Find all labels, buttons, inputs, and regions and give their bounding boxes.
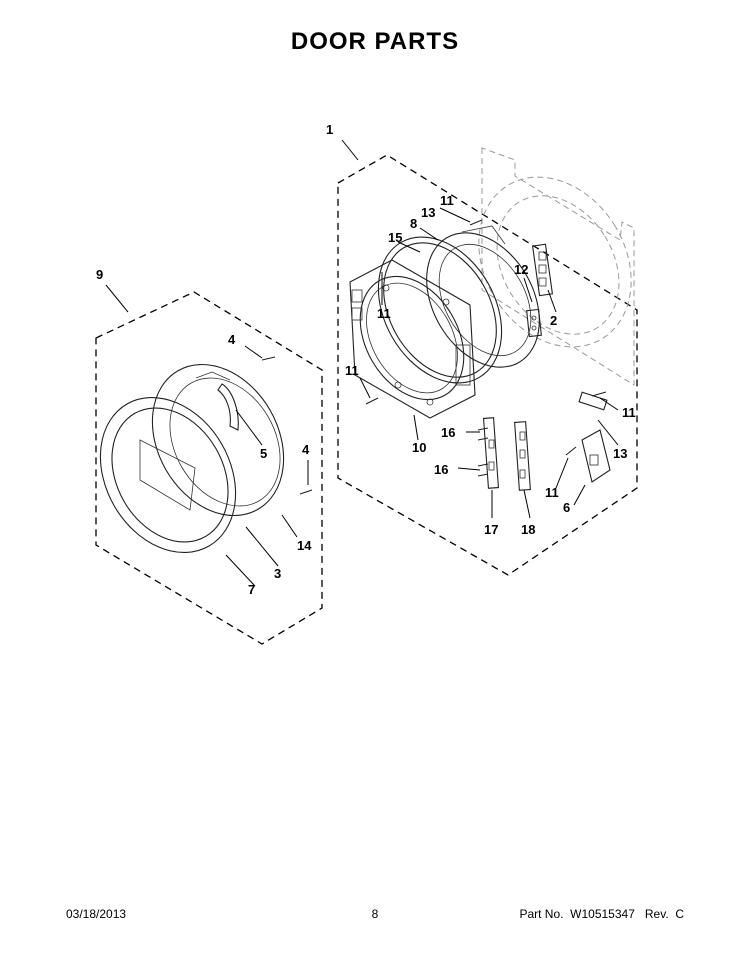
callout-11b: 11: [377, 306, 391, 321]
callout-8: 8: [410, 216, 417, 231]
callout-12: 12: [514, 262, 528, 277]
leader-lines: [105, 139, 619, 587]
callout-3: 3: [274, 566, 281, 581]
inner-door-frame-part-10: [349, 259, 476, 419]
assembly-9-boundary: [95, 291, 323, 645]
hinge-part-17: [482, 417, 500, 489]
gasket-part-15: [377, 236, 503, 384]
callout-11e: 11: [545, 485, 559, 500]
hinge-part-18: [514, 421, 531, 491]
latch-bracket-part-12: [526, 308, 542, 338]
callout-4b: 4: [302, 442, 310, 457]
callout-17: 17: [484, 522, 498, 537]
screws: [261, 219, 607, 495]
callout-16b: 16: [434, 462, 448, 477]
callout-10: 10: [412, 440, 426, 455]
footer-date: 03/18/2013: [66, 907, 127, 921]
inner-door-liner-part-8: [426, 225, 540, 368]
callout-2: 2: [550, 313, 557, 328]
callout-4a: 4: [228, 332, 236, 347]
callout-9: 9: [96, 267, 103, 282]
bracket-part-13-lower: [578, 391, 608, 411]
page-title: DOOR PARTS: [290, 28, 460, 55]
footer-page-number: 8: [371, 907, 379, 921]
callout-13a: 13: [421, 205, 435, 220]
outer-door-ring-part-3: [151, 363, 285, 517]
hinge-plate-part-6: [581, 429, 611, 483]
callout-13b: 13: [613, 446, 627, 461]
callout-14: 14: [297, 538, 312, 553]
footer-part-number: Part No. W10515347 Rev. C: [519, 907, 684, 921]
door-handle-part-5: [217, 383, 239, 431]
callout-11c: 11: [345, 363, 359, 378]
door-window-part-7: [99, 396, 237, 554]
callout-11a: 11: [440, 193, 454, 208]
callout-11d: 11: [622, 405, 636, 420]
callout-16a: 16: [441, 425, 455, 440]
cabinet-outline: [478, 147, 635, 386]
callout-7: 7: [248, 582, 255, 597]
door-strike-part-2: [531, 243, 554, 297]
callout-5: 5: [260, 446, 267, 461]
callout-15: 15: [388, 230, 402, 245]
callout-1: 1: [326, 122, 333, 137]
callout-18: 18: [521, 522, 535, 537]
callout-6: 6: [563, 500, 570, 515]
assembly-1-boundary: [337, 154, 638, 576]
